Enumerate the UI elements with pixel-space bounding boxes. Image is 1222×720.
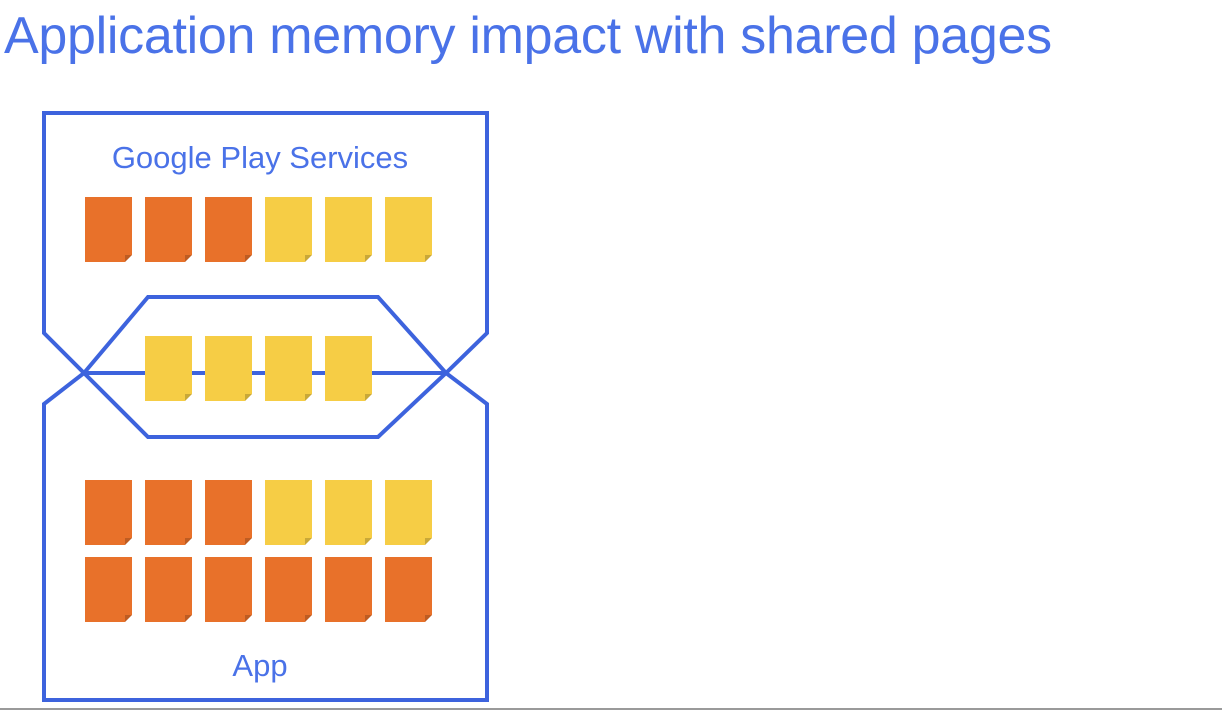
app-row1-private-page-3 [205, 480, 252, 545]
memory-pages [85, 197, 432, 622]
gps-private-page-1 [85, 197, 132, 262]
app-label: App [232, 648, 287, 683]
shared-pages-region [81, 295, 449, 439]
app-row2-private-page-4 [265, 557, 312, 622]
app-row2-private-page-3 [205, 557, 252, 622]
shared-region-shared-page-2 [205, 336, 252, 401]
gps-private-page-2 [145, 197, 192, 262]
gps-shared-page-5 [325, 197, 372, 262]
app-row1-shared-page-4 [265, 480, 312, 545]
app-row2-private-page-6 [385, 557, 432, 622]
shared-region-shared-page-1 [145, 336, 192, 401]
gps-shared-page-6 [385, 197, 432, 262]
shared-region-shared-page-3 [265, 336, 312, 401]
bottom-divider [0, 708, 1222, 710]
app-row1-private-page-1 [85, 480, 132, 545]
app-row1-shared-page-6 [385, 480, 432, 545]
app-row1-private-page-2 [145, 480, 192, 545]
gps-private-page-3 [205, 197, 252, 262]
app-row2-private-page-2 [145, 557, 192, 622]
gps-shared-page-4 [265, 197, 312, 262]
slide-title: Application memory impact with shared pa… [4, 7, 1052, 65]
app-row2-private-page-1 [85, 557, 132, 622]
shared-region-shared-page-4 [325, 336, 372, 401]
app-row1-shared-page-5 [325, 480, 372, 545]
app-row2-private-page-5 [325, 557, 372, 622]
google-play-services-label: Google Play Services [112, 140, 408, 175]
